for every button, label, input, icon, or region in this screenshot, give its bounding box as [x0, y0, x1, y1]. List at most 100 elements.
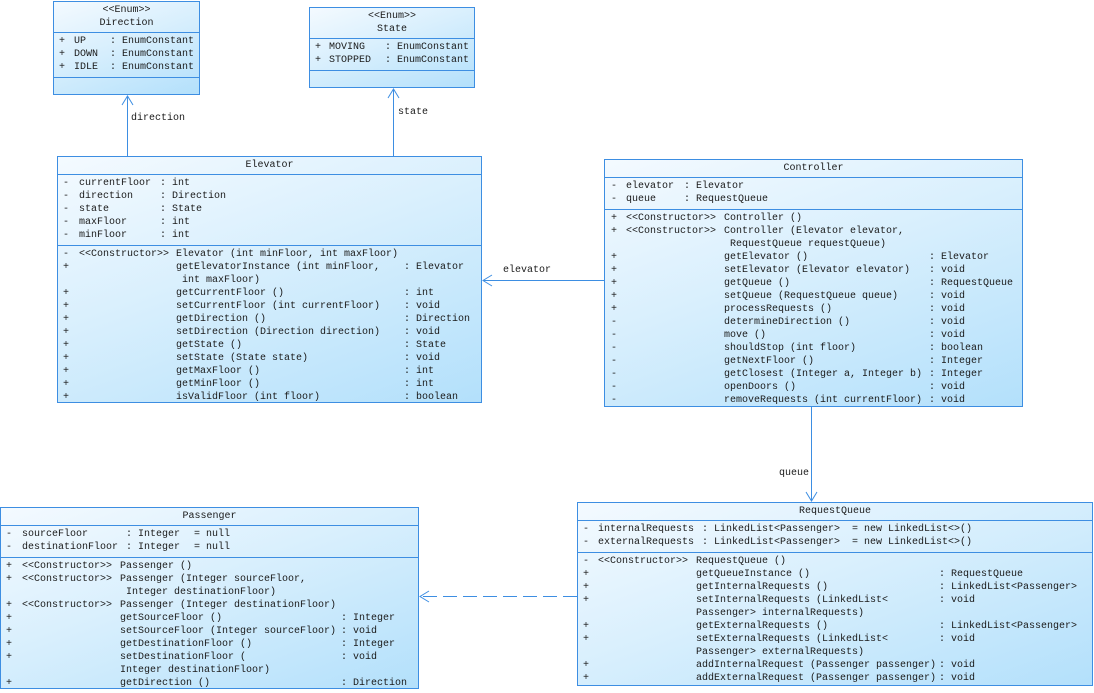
- operation-row[interactable]: +getState (): State: [58, 339, 481, 352]
- return-type: : Direction: [404, 314, 471, 325]
- operation-name: getElevator (): [724, 252, 809, 263]
- arrowhead-icon: [121, 95, 134, 106]
- operation-row[interactable]: +setDirection (Direction direction): voi…: [58, 326, 481, 339]
- operation-name: setExternalRequests (LinkedList<: [696, 634, 889, 645]
- attribute-row[interactable]: +DOWN: EnumConstant: [54, 48, 199, 61]
- visibility: +: [63, 262, 70, 273]
- attribute-name: DOWN: [74, 49, 99, 60]
- constructor-stereotype: <<Constructor>>: [22, 561, 113, 572]
- attribute-type: : LinkedList<Passenger>: [702, 524, 841, 535]
- constructor-stereotype: <<Constructor>>: [598, 556, 689, 567]
- visibility: +: [63, 366, 70, 377]
- relation-label: elevator: [503, 265, 552, 276]
- visibility: +: [583, 660, 590, 671]
- attribute-row[interactable]: -queue: RequestQueue: [605, 193, 1022, 206]
- operation-row[interactable]: -getClosest (Integer a, Integer b): Inte…: [605, 368, 1022, 381]
- operation-row[interactable]: +setElevator (Elevator elevator): void: [605, 264, 1022, 277]
- return-type: : Direction: [341, 678, 408, 689]
- class-elevator[interactable]: Elevator -currentFloor: int-direction: Di…: [57, 156, 482, 403]
- return-type: : Integer: [341, 639, 396, 650]
- operation-row[interactable]: -move (): void: [605, 329, 1022, 342]
- operation-name: openDoors (): [724, 382, 797, 393]
- operation-row[interactable]: +getDestinationFloor (): Integer: [1, 638, 418, 651]
- operation-row[interactable]: +getQueueInstance (): RequestQueue: [578, 568, 1092, 581]
- class-direction[interactable]: <<Enum>>Direction+UP: EnumConstant+DOWN:…: [53, 1, 200, 95]
- operation-row[interactable]: -getNextFloor (): Integer: [605, 355, 1022, 368]
- operation-row[interactable]: +getElevatorInstance (int minFloor,: Ele…: [58, 261, 481, 274]
- attribute-row[interactable]: -sourceFloor: Integer= null: [1, 528, 418, 541]
- operation-name: getQueueInstance (): [696, 569, 811, 580]
- attribute-name: internalRequests: [598, 524, 695, 535]
- operation-row[interactable]: +getMaxFloor (): int: [58, 365, 481, 378]
- visibility: +: [6, 678, 13, 689]
- operation-row[interactable]: +<<Constructor>>Passenger (): [1, 560, 418, 573]
- return-type: : void: [939, 634, 976, 645]
- attribute-row[interactable]: -minFloor: int: [58, 229, 481, 242]
- attribute-name: MOVING: [329, 42, 366, 53]
- attribute-row[interactable]: +IDLE: EnumConstant: [54, 61, 199, 74]
- attribute-type: : State: [160, 204, 203, 215]
- operation-row[interactable]: +setSourceFloor (Integer sourceFloor): v…: [1, 625, 418, 638]
- operation-row[interactable]: +<<Constructor>>Controller (): [605, 212, 1022, 225]
- attribute-row[interactable]: -internalRequests: LinkedList<Passenger>…: [578, 523, 1092, 536]
- attribute-row[interactable]: -elevator: Elevator: [605, 180, 1022, 193]
- operation-row[interactable]: +<<Constructor>>Controller (Elevator ele…: [605, 225, 1022, 238]
- operation-row[interactable]: +setExternalRequests (LinkedList<: void: [578, 633, 1092, 646]
- attribute-row[interactable]: -destinationFloor: Integer= null: [1, 541, 418, 554]
- operation-row[interactable]: +getInternalRequests (): LinkedList<Pass…: [578, 581, 1092, 594]
- operation-row[interactable]: +processRequests (): void: [605, 303, 1022, 316]
- visibility: +: [6, 639, 13, 650]
- class-state[interactable]: <<Enum>>State+MOVING: EnumConstant+STOPP…: [309, 7, 475, 88]
- operation-row[interactable]: -shouldStop (int floor): boolean: [605, 342, 1022, 355]
- operation-row[interactable]: +addInternalRequest (Passenger passenger…: [578, 659, 1092, 672]
- operation-row[interactable]: +setQueue (RequestQueue queue): void: [605, 290, 1022, 303]
- operations-compartment: -<<Constructor>>Elevator (int minFloor, …: [58, 246, 481, 407]
- operation-row[interactable]: +getMinFloor (): int: [58, 378, 481, 391]
- operation-row[interactable]: +<<Constructor>>Passenger (Integer desti…: [1, 599, 418, 612]
- operation-continuation: RequestQueue requestQueue): [605, 238, 1022, 251]
- operation-row[interactable]: -determineDirection (): void: [605, 316, 1022, 329]
- attribute-row[interactable]: -direction: Direction: [58, 190, 481, 203]
- operation-name: setDestinationFloor (: [120, 652, 247, 663]
- operation-row[interactable]: +isValidFloor (int floor): boolean: [58, 391, 481, 404]
- attribute-row[interactable]: +UP: EnumConstant: [54, 35, 199, 48]
- operation-row[interactable]: +addExternalRequest (Passenger passenger…: [578, 672, 1092, 685]
- operation-row[interactable]: +getElevator (): Elevator: [605, 251, 1022, 264]
- attribute-row[interactable]: +MOVING: EnumConstant: [310, 41, 474, 54]
- attribute-row[interactable]: +STOPPED: EnumConstant: [310, 54, 474, 67]
- class-name: Elevator: [245, 160, 294, 171]
- constructor-stereotype: <<Constructor>>: [22, 574, 113, 585]
- visibility: -: [611, 343, 618, 354]
- operation-row[interactable]: -<<Constructor>>Elevator (int minFloor, …: [58, 248, 481, 261]
- attribute-row[interactable]: -state: State: [58, 203, 481, 216]
- operation-row[interactable]: -openDoors (): void: [605, 381, 1022, 394]
- operation-row[interactable]: -removeRequests (int currentFloor): void: [605, 394, 1022, 407]
- class-passenger[interactable]: Passenger-sourceFloor: Integer= null-des…: [0, 507, 419, 689]
- return-type: : void: [404, 353, 441, 364]
- operation-row[interactable]: +<<Constructor>>Passenger (Integer sourc…: [1, 573, 418, 586]
- operation-row[interactable]: +getExternalRequests (): LinkedList<Pass…: [578, 620, 1092, 633]
- visibility: -: [611, 317, 618, 328]
- attributes-compartment: +MOVING: EnumConstant+STOPPED: EnumConst…: [310, 39, 474, 71]
- operation-row[interactable]: -<<Constructor>>RequestQueue (): [578, 555, 1092, 568]
- visibility: +: [583, 569, 590, 580]
- operation-row[interactable]: +setCurrentFloor (int currentFloor): voi…: [58, 300, 481, 313]
- attribute-type: : EnumConstant: [110, 36, 195, 47]
- class-controller[interactable]: Controller-elevator: Elevator-queue: Req…: [604, 159, 1023, 407]
- class-requestqueue[interactable]: RequestQueue-internalRequests: LinkedLis…: [577, 502, 1093, 686]
- visibility: +: [611, 278, 618, 289]
- operation-row[interactable]: +getQueue (): RequestQueue: [605, 277, 1022, 290]
- attribute-row[interactable]: -maxFloor: int: [58, 216, 481, 229]
- operation-row[interactable]: +getCurrentFloor (): int: [58, 287, 481, 300]
- attribute-row[interactable]: -externalRequests: LinkedList<Passenger>…: [578, 536, 1092, 549]
- operation-name: processRequests (): [724, 304, 833, 315]
- operation-name: getSourceFloor (): [120, 613, 223, 624]
- operation-row[interactable]: +getSourceFloor (): Integer: [1, 612, 418, 625]
- attribute-row[interactable]: -currentFloor: int: [58, 177, 481, 190]
- operation-row[interactable]: +getDirection (): Direction: [1, 677, 418, 690]
- operation-row[interactable]: +setDestinationFloor (: void: [1, 651, 418, 664]
- operation-row[interactable]: +setState (State state): void: [58, 352, 481, 365]
- operation-row[interactable]: +setInternalRequests (LinkedList<: void: [578, 594, 1092, 607]
- operation-row[interactable]: +getDirection (): Direction: [58, 313, 481, 326]
- visibility: -: [63, 249, 70, 260]
